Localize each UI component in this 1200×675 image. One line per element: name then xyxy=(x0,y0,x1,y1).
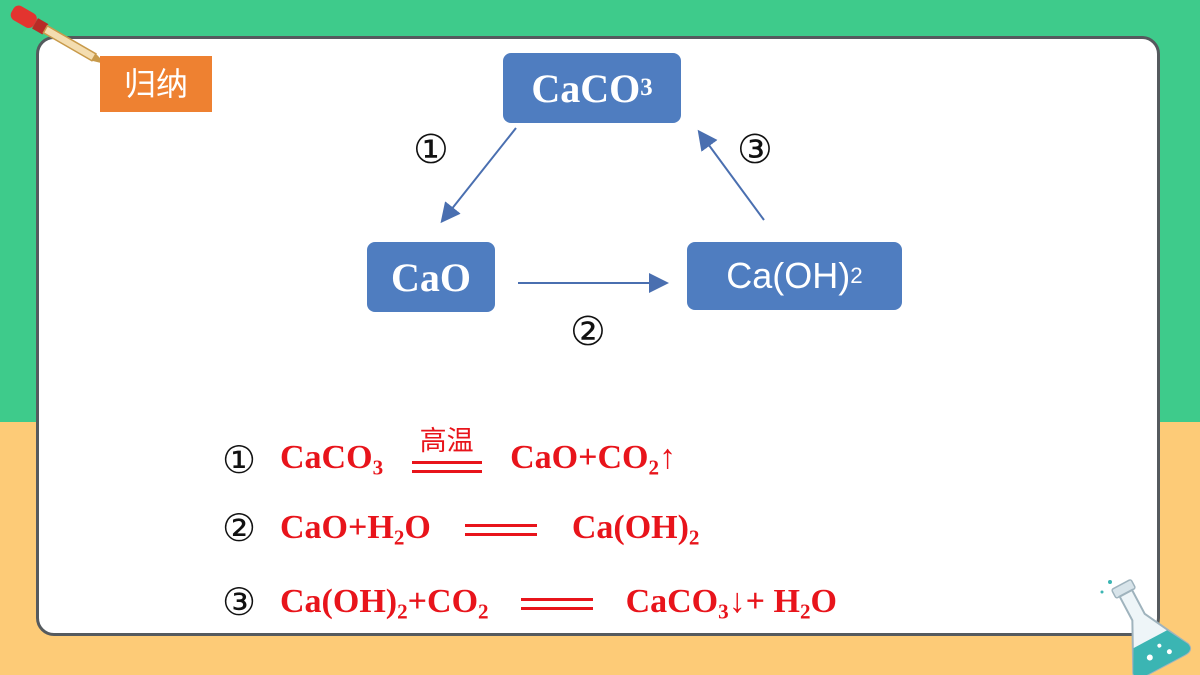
equation-row-2: ② CaO+H2O Ca(OH)2 xyxy=(222,504,699,552)
equation-3: Ca(OH)2+CO2 CaCO3↓+ H2O xyxy=(280,583,837,624)
equation-2-number: ② xyxy=(222,506,257,550)
eq3-rhs-sub1: 3 xyxy=(718,599,729,624)
eq3-rhs-a: CaCO xyxy=(625,583,719,620)
content-card xyxy=(36,36,1160,636)
eq3-lhs-a: Ca(OH) xyxy=(280,583,398,620)
dropper-icon xyxy=(10,5,107,65)
flask-icon xyxy=(1100,579,1192,675)
node-cao: CaO xyxy=(367,242,495,312)
eq3-double-line xyxy=(521,598,594,611)
eq3-rhs-sub2: 2 xyxy=(800,599,811,624)
node-caoh2: Ca(OH)2 xyxy=(687,242,902,310)
eq2-lhs-a: CaO+H xyxy=(280,509,394,546)
eq3-lhs-sub1: 2 xyxy=(397,599,408,624)
equation-row-3: ③ Ca(OH)2+CO2 CaCO3↓+ H2O xyxy=(222,578,837,626)
eq2-rhs: Ca(OH) xyxy=(571,509,689,546)
eq2-double-line xyxy=(465,524,538,537)
node-caco3-base: CaCO xyxy=(531,65,641,111)
eq1-rhs-arrow: ↑ xyxy=(659,439,677,477)
equation-row-1: ① CaCO3 高温 CaO+CO2↑ xyxy=(222,426,677,484)
eq1-lhs: CaCO xyxy=(280,439,373,477)
eq2-rhs-sub: 2 xyxy=(688,525,700,550)
node-cao-base: CaO xyxy=(391,254,471,300)
eq1-rhs: CaO+CO xyxy=(510,439,649,477)
equation-1-number: ① xyxy=(222,438,257,482)
eq1-lhs-sub: 3 xyxy=(372,456,384,481)
eq2-lhs-sub: 2 xyxy=(393,525,405,550)
eq3-rhs-b: ↓+ H xyxy=(728,583,800,620)
equation-3-number: ③ xyxy=(222,580,257,624)
summary-tag: 归纳 xyxy=(100,56,212,112)
node-caoh2-base: Ca(OH) xyxy=(726,255,851,296)
step-number-three: ③ xyxy=(737,127,773,173)
eq3-rhs-c: O xyxy=(810,583,837,620)
eq1-equals-with-condition: 高温 xyxy=(411,426,482,481)
equation-1: CaCO3 高温 CaO+CO2↑ xyxy=(280,426,677,481)
eq1-condition: 高温 xyxy=(419,425,474,457)
eq3-lhs-sub2: 2 xyxy=(478,599,489,624)
step-number-one: ① xyxy=(413,127,449,173)
eq1-rhs-sub: 2 xyxy=(648,456,660,481)
equation-2: CaO+H2O Ca(OH)2 xyxy=(280,509,700,550)
eq3-lhs-b: +CO xyxy=(407,583,479,620)
step-number-two: ② xyxy=(570,309,606,355)
eq2-lhs-b: O xyxy=(404,509,431,546)
eq1-double-line xyxy=(411,460,482,473)
